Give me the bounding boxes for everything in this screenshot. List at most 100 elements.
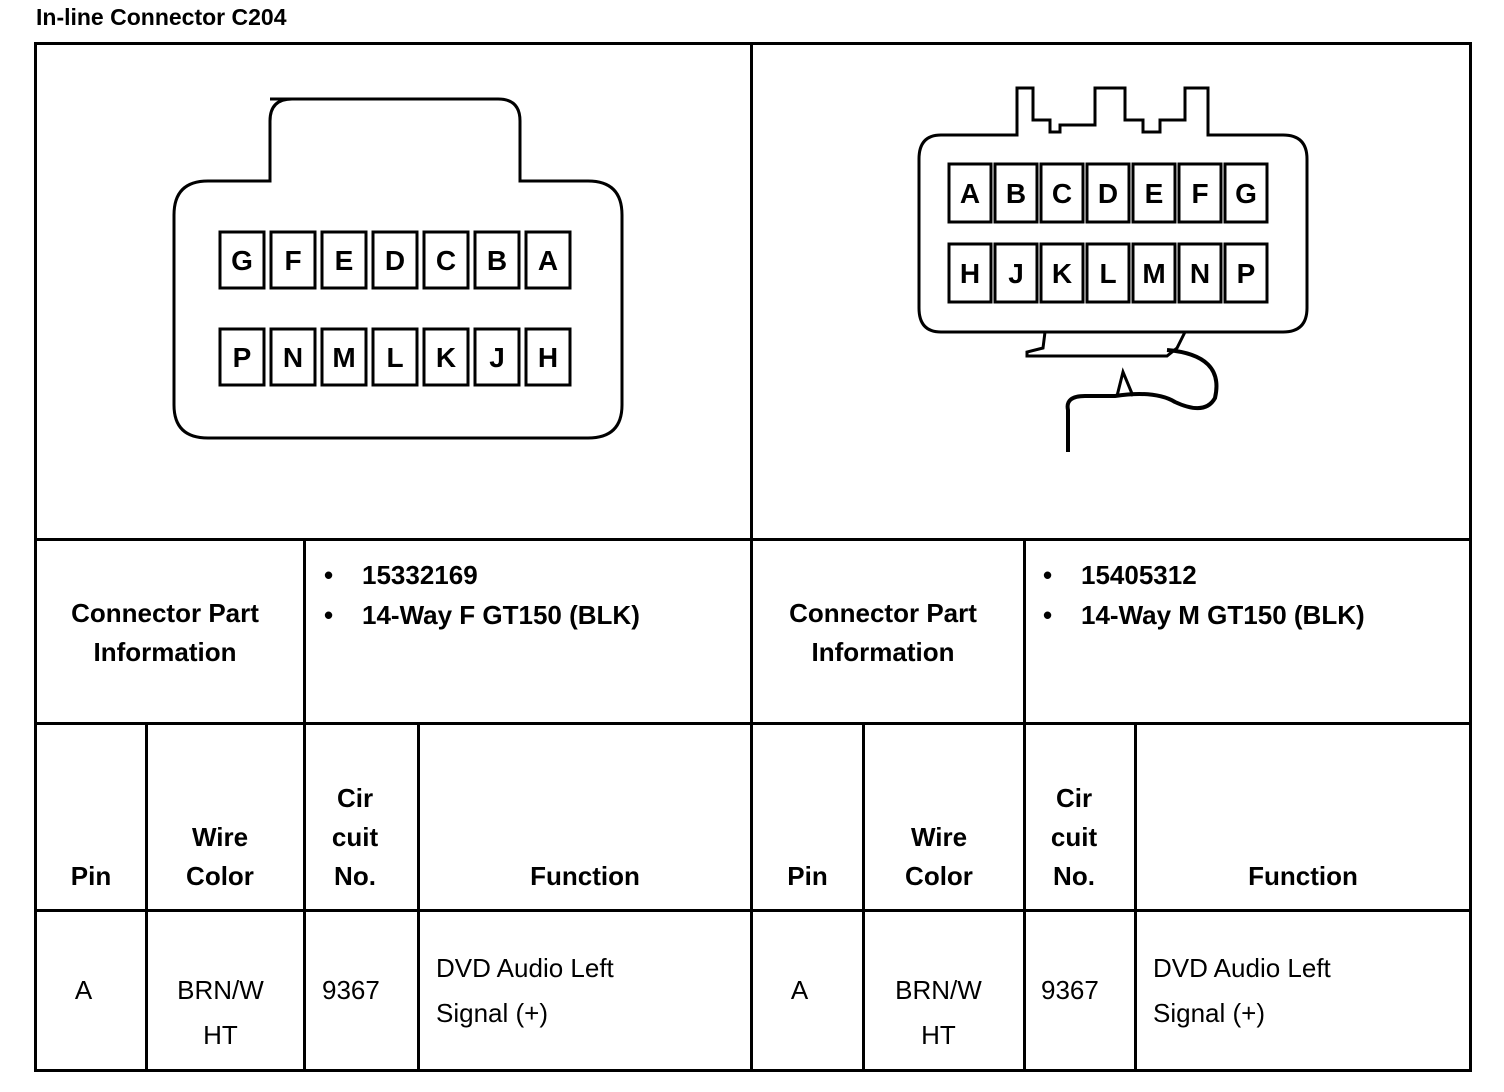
table-divider-left-pin <box>145 722 148 1072</box>
male-pin-cell-l <box>1085 242 1131 304</box>
right-part-number: 15405312 <box>1043 555 1365 595</box>
female-pin-cell-m <box>320 327 368 387</box>
female-pin-label-l: L <box>386 342 403 373</box>
female-pin-cell-g <box>218 230 266 290</box>
female-pin-cell-b <box>473 230 521 290</box>
female-pin-label-a: A <box>538 245 558 276</box>
table-divider-left-part <box>303 538 306 1072</box>
male-pin-cell-m <box>1131 242 1177 304</box>
right-col-header-wire-color: Wire Color <box>905 822 973 891</box>
right-part-info-list: 15405312 14-Way M GT150 (BLK) <box>1043 555 1365 635</box>
left-row-pin: A <box>74 975 93 1005</box>
female-pin-cell-a <box>524 230 572 290</box>
table-border-right <box>1469 42 1472 1072</box>
female-pin-label-g: G <box>231 245 253 276</box>
table-divider-header <box>34 909 1472 912</box>
male-pin-label-d: D <box>1098 178 1118 209</box>
left-row-function: DVD Audio Left Signal (+) <box>436 953 614 1028</box>
right-col-header-pin: Pin <box>787 861 828 891</box>
right-row-wire-color: BRN/W HT <box>895 975 982 1050</box>
right-row-pin: A <box>790 975 809 1005</box>
female-pin-cell-e <box>320 230 368 290</box>
male-pin-cell-g <box>1223 162 1269 224</box>
table-divider-part <box>34 722 1472 725</box>
latch-arm <box>1025 331 1187 358</box>
male-pin-label-h: H <box>960 258 980 289</box>
male-pin-label-n: N <box>1190 258 1210 289</box>
table-divider-right-part <box>1023 538 1026 1072</box>
table-border-left <box>34 42 37 1072</box>
left-part-description: 14-Way F GT150 (BLK) <box>324 595 640 635</box>
female-pin-label-m: M <box>332 342 355 373</box>
right-part-description: 14-Way M GT150 (BLK) <box>1043 595 1365 635</box>
male-pin-cell-j <box>993 242 1039 304</box>
female-pin-label-n: N <box>283 342 303 373</box>
female-pin-cell-k <box>422 327 470 387</box>
male-pin-cell-a <box>947 162 993 224</box>
left-part-number: 15332169 <box>324 555 640 595</box>
female-pin-cell-f <box>269 230 317 290</box>
male-pin-label-j: J <box>1008 258 1024 289</box>
right-part-info-label: Connector Part Information <box>789 598 977 667</box>
female-pin-cell-n <box>269 327 317 387</box>
left-row-circuit: 9367 <box>322 975 380 1005</box>
female-pin-label-e: E <box>335 245 354 276</box>
right-row-circuit: 9367 <box>1041 975 1099 1005</box>
male-pin-label-b: B <box>1006 178 1026 209</box>
male-pin-label-f: F <box>1191 178 1208 209</box>
table-divider-right-circuit <box>1134 722 1137 1072</box>
male-pin-label-a: A <box>960 178 980 209</box>
latch-tab <box>1115 367 1135 397</box>
female-pin-label-k: K <box>436 342 456 373</box>
table-divider-center <box>750 42 753 1072</box>
right-col-header-circuit-no: Cir cuit No. <box>1050 783 1098 891</box>
table-divider-diagram <box>34 538 1472 541</box>
male-pin-label-m: M <box>1142 258 1165 289</box>
female-pin-label-h: H <box>538 342 558 373</box>
left-row-wire-color: BRN/W HT <box>177 975 264 1050</box>
left-col-header-wire-color: Wire Color <box>186 822 254 891</box>
male-pin-cell-k <box>1039 242 1085 304</box>
female-pin-label-b: B <box>487 245 507 276</box>
male-pin-cell-d <box>1085 162 1131 224</box>
male-pin-cell-p <box>1223 242 1269 304</box>
female-pin-cell-l <box>371 327 419 387</box>
male-pin-label-c: C <box>1052 178 1072 209</box>
male-pin-cell-f <box>1177 162 1223 224</box>
female-pin-label-c: C <box>436 245 456 276</box>
female-pin-label-j: J <box>489 342 505 373</box>
left-col-header-pin: Pin <box>70 861 112 891</box>
left-part-info-label: Connector Part Information <box>71 598 259 667</box>
page-title: In-line Connector C204 <box>36 4 287 30</box>
left-col-header-circuit-no: Cir cuit No. <box>331 783 379 891</box>
right-col-header-function: Function <box>1248 861 1358 891</box>
female-pin-cell-h <box>524 327 572 387</box>
female-connector-outline <box>172 97 624 440</box>
right-row-function: DVD Audio Left Signal (+) <box>1153 953 1331 1028</box>
male-pin-label-g: G <box>1235 178 1257 209</box>
table-divider-right-pin <box>862 722 865 1072</box>
male-connector-outline <box>917 86 1309 334</box>
table-border-bottom <box>34 1069 1472 1072</box>
male-pin-cell-b <box>993 162 1039 224</box>
male-pin-cell-e <box>1131 162 1177 224</box>
left-part-info-list: 15332169 14-Way F GT150 (BLK) <box>324 555 640 635</box>
male-pin-label-k: K <box>1052 258 1072 289</box>
male-pin-label-e: E <box>1145 178 1164 209</box>
male-pin-cell-n <box>1177 242 1223 304</box>
male-pin-cell-c <box>1039 162 1085 224</box>
table-border-top <box>34 42 1472 45</box>
table-divider-left-circuit <box>417 722 420 1072</box>
male-pin-cell-h <box>947 242 993 304</box>
male-pin-label-p: P <box>1237 258 1256 289</box>
female-pin-label-f: F <box>284 245 301 276</box>
female-pin-label-d: D <box>385 245 405 276</box>
left-col-header-function: Function <box>530 861 640 891</box>
male-pin-label-l: L <box>1099 258 1116 289</box>
female-pin-cell-p <box>218 327 266 387</box>
female-pin-cell-d <box>371 230 419 290</box>
latch-spring <box>1065 348 1219 452</box>
female-pin-label-p: P <box>233 342 252 373</box>
